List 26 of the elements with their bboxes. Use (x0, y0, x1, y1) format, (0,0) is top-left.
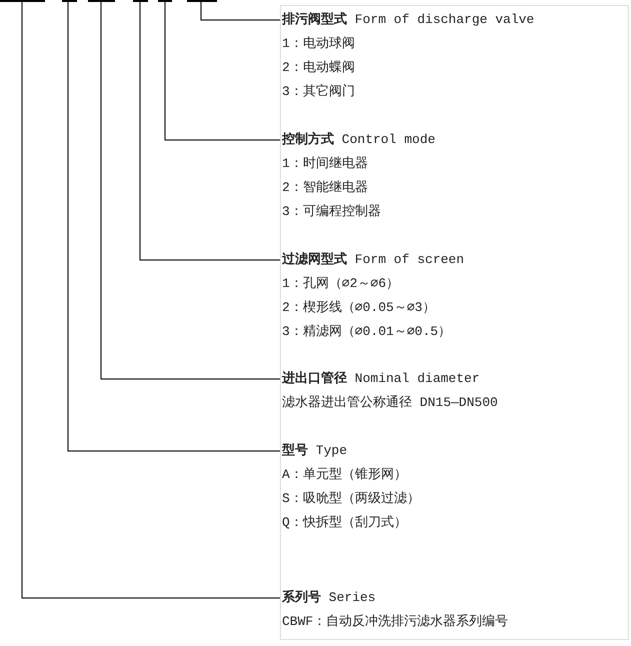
section-heading: 进出口管径 Nominal diameter (282, 370, 481, 388)
section-heading: 系列号 Series (282, 588, 377, 607)
option-text: CBWF：自动反冲洗排污滤水器系列编号 (282, 613, 508, 631)
leader-line (164, 2, 280, 140)
leader-line (200, 2, 280, 20)
option-text: 1：时间继电器 (282, 155, 369, 173)
option-text: A：单元型（锥形网） (282, 466, 408, 484)
option-text: 1：孔网（⌀2～⌀6） (282, 275, 400, 293)
leader-line (140, 2, 280, 260)
option-text: 3：精滤网（⌀0.01～⌀0.5） (282, 323, 452, 341)
option-text: 2：楔形线（⌀0.05～⌀3） (282, 299, 436, 317)
option-text: 滤水器进出管公称通径 DN15—DN500 (282, 394, 498, 412)
section-heading: 型号 Type (282, 442, 348, 460)
option-text: 3：其它阀门 (282, 83, 356, 101)
leader-line (100, 2, 280, 380)
leader-line (68, 2, 280, 452)
option-text: S：吸吮型（两级过滤） (282, 490, 420, 508)
section-heading: 过滤网型式 Form of screen (282, 251, 464, 269)
option-text: 2：电动蝶阀 (282, 59, 356, 77)
leader-line (22, 2, 280, 598)
section-heading: 排污阀型式 Form of discharge valve (282, 11, 534, 29)
option-text: 1：电动球阀 (282, 35, 356, 53)
section-heading: 控制方式 Control mode (282, 130, 436, 149)
option-text: 3：可编程控制器 (282, 203, 382, 221)
option-text: 2：智能继电器 (282, 179, 369, 197)
option-text: Q：快拆型（刮刀式） (282, 514, 408, 532)
